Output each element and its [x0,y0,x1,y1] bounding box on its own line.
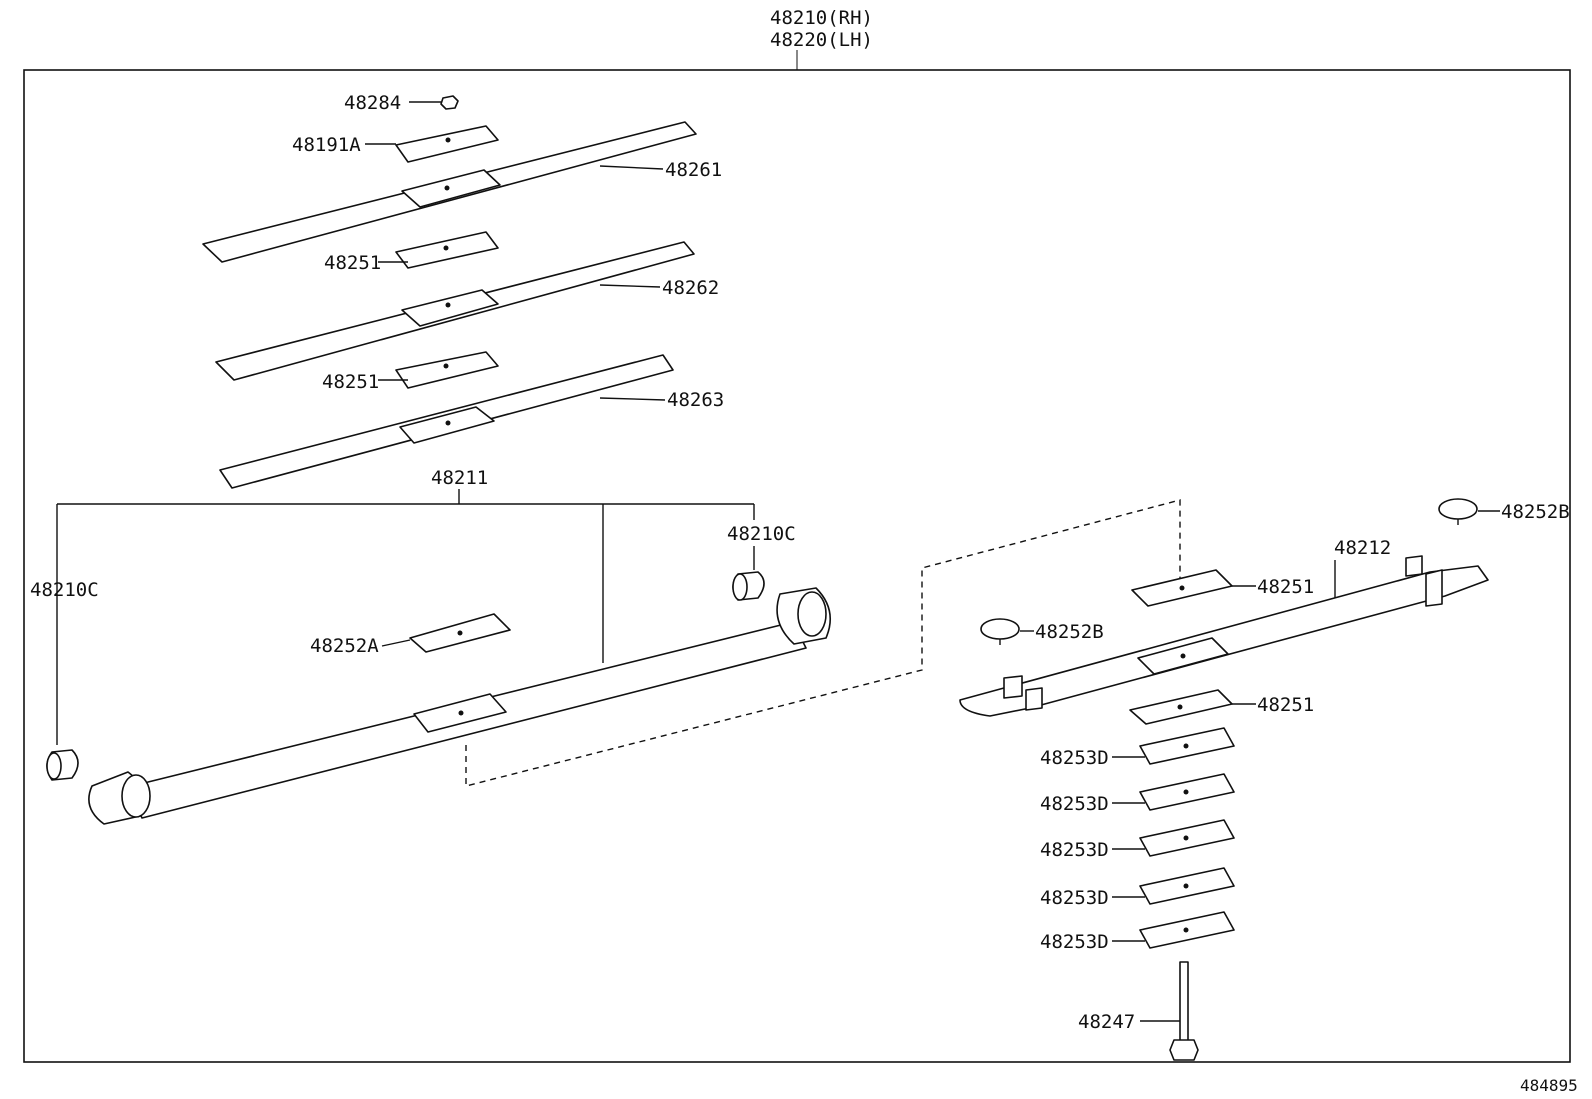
label-48210C-right: 48210C [727,523,796,545]
diagram-frame [23,69,1571,1063]
label-48253D-1: 48253D [1040,747,1109,769]
leader-48263 [599,397,666,401]
liner-48251-d-hole [1177,704,1183,710]
pad-48191A [395,125,499,163]
label-48253D-3: 48253D [1040,839,1109,861]
leaf-48262-hole [445,302,451,308]
lower-leaf-48212-hole [1180,653,1186,659]
stopper-48252B-mid [980,618,1020,640]
label-48252B-mid: 48252B [1035,621,1104,643]
stopper-48252B-top [1438,498,1478,520]
leader-48261 [599,165,664,170]
liner-48251-c-hole [1179,585,1185,591]
spacer-48253D-2-hole [1183,789,1189,795]
pad-48191A-hole [445,137,451,143]
label-48252B-top: 48252B [1501,501,1570,523]
label-48212: 48212 [1334,537,1391,559]
dashed-relation-line [465,499,1181,787]
label-48284: 48284 [344,92,401,114]
center-bolt-48247-head [1169,1039,1199,1061]
leader-48252A [381,639,411,647]
liner-48251-b-hole [443,363,449,369]
label-48211: 48211 [431,467,488,489]
assembly-title-lh: 48220(LH) [770,29,873,51]
label-48251-a: 48251 [324,252,381,274]
label-48253D-5: 48253D [1040,931,1109,953]
bushing-48210C-left-end [46,752,62,780]
spacer-48253D-3-hole [1183,835,1189,841]
pad-48252A-hole [457,630,463,636]
label-48247: 48247 [1078,1011,1135,1033]
assembly-title-rh: 48210(RH) [770,7,873,29]
lower-leaf-48212 [959,565,1489,717]
leader-48262 [599,284,661,288]
label-48253D-4: 48253D [1040,887,1109,909]
label-48252A: 48252A [310,635,379,657]
label-48251-c: 48251 [1257,576,1314,598]
spacer-48253D-5-hole [1183,927,1189,933]
clip-front-upper [1003,675,1023,699]
leaf-48261-center [401,169,501,208]
label-48253D-2: 48253D [1040,793,1109,815]
spacer-48253D-4-hole [1183,883,1189,889]
clip-front-lower [1025,687,1043,711]
label-48262: 48262 [662,277,719,299]
liner-48251-a-hole [443,245,449,251]
nut-48284 [440,95,459,110]
main-leaf-rear-eye-end [797,591,827,637]
main-leaf-front-eye-end [121,774,151,818]
label-48191A: 48191A [292,134,361,156]
leaf-48263-hole [445,420,451,426]
spacer-48253D-1-hole [1183,743,1189,749]
clip-rear-lower [1425,569,1443,607]
leaf-48262-center [401,289,499,327]
leaf-48261-hole [444,185,450,191]
label-48251-b: 48251 [322,371,379,393]
main-leaf-48211-hole [458,710,464,716]
clip-rear-upper [1405,555,1423,577]
label-48261: 48261 [665,159,722,181]
label-48210C-left: 48210C [30,579,99,601]
label-48263: 48263 [667,389,724,411]
bushing-48210C-right-end [732,573,748,601]
liner-48251-b [395,351,499,389]
label-48251-d: 48251 [1257,694,1314,716]
center-bolt-48247-shank [1179,961,1189,1043]
figure-id: 484895 [1520,1076,1578,1095]
